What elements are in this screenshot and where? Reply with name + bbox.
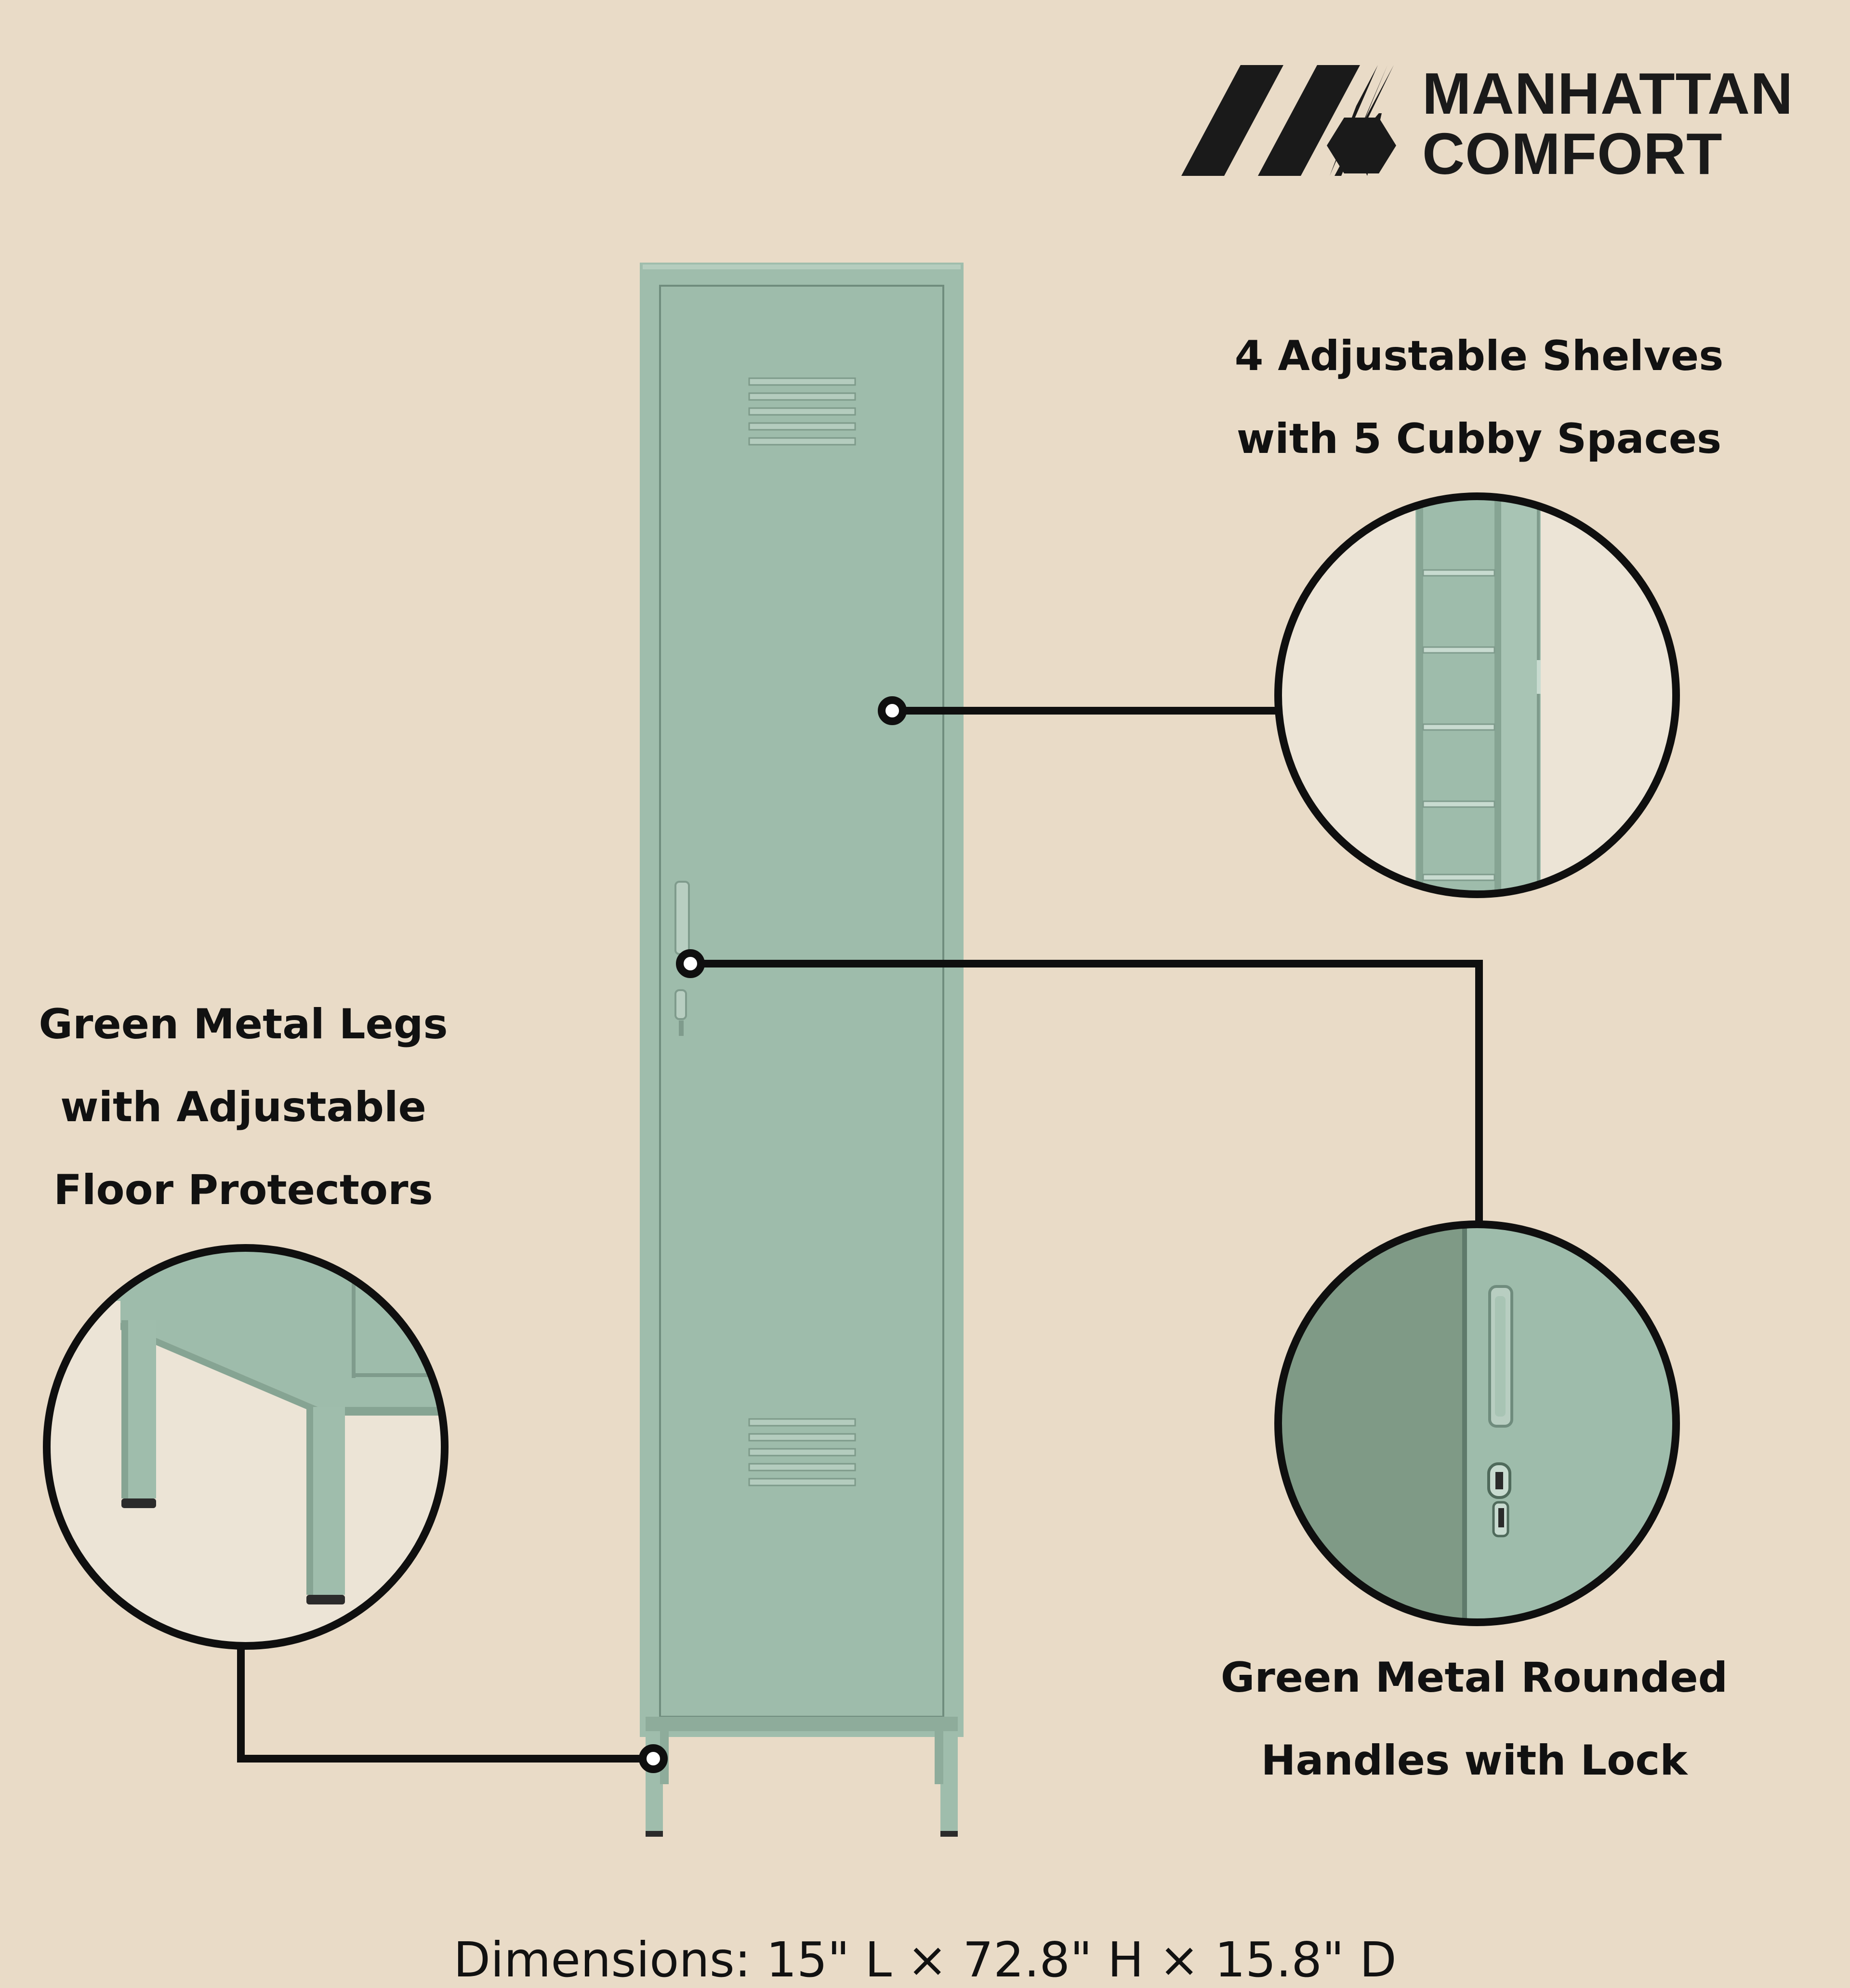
legs-callout-line1: Green Metal Legs (39, 1000, 448, 1048)
door-vent-bottom (748, 1418, 856, 1486)
legs-detail-circle (43, 1244, 449, 1650)
handles-callout-text: Green Metal Rounded Handles with Lock (1200, 1636, 1749, 1802)
shelves-detail-circle (1274, 492, 1680, 898)
legs-callout-line2: with Adjustable (60, 1083, 426, 1131)
door-handle (674, 881, 690, 1036)
handles-callout-line1: Green Metal Rounded (1220, 1654, 1728, 1702)
door-vent-top (748, 377, 856, 446)
legs-callout-text: Green Metal Legs with Adjustable Floor P… (19, 983, 467, 1232)
shelves-callout-line1: 4 Adjustable Shelves (1234, 332, 1724, 380)
shelves-callout-text: 4 Adjustable Shelves with 5 Cubby Spaces (1214, 315, 1744, 480)
shelves-callout-line2: with 5 Cubby Spaces (1236, 415, 1722, 463)
dimensions-text: Dimensions: 15" L × 72.8" H × 15.8" D (453, 1932, 1397, 1988)
handles-callout-line2: Handles with Lock (1261, 1736, 1688, 1785)
locker-legs (646, 1731, 958, 1835)
handle-detail-circle (1274, 1220, 1680, 1626)
brand-logo-icon (1181, 65, 1396, 176)
legs-callout-line3: Floor Protectors (53, 1166, 433, 1214)
brand-name-line2: COMFORT (1422, 121, 1723, 186)
locker-cabinet (640, 263, 964, 1837)
callout-dots (639, 696, 907, 1773)
handles-connector-line (690, 960, 1483, 1224)
brand-name-line1: MANHATTAN (1422, 61, 1794, 126)
legs-connector-line (237, 1646, 653, 1763)
